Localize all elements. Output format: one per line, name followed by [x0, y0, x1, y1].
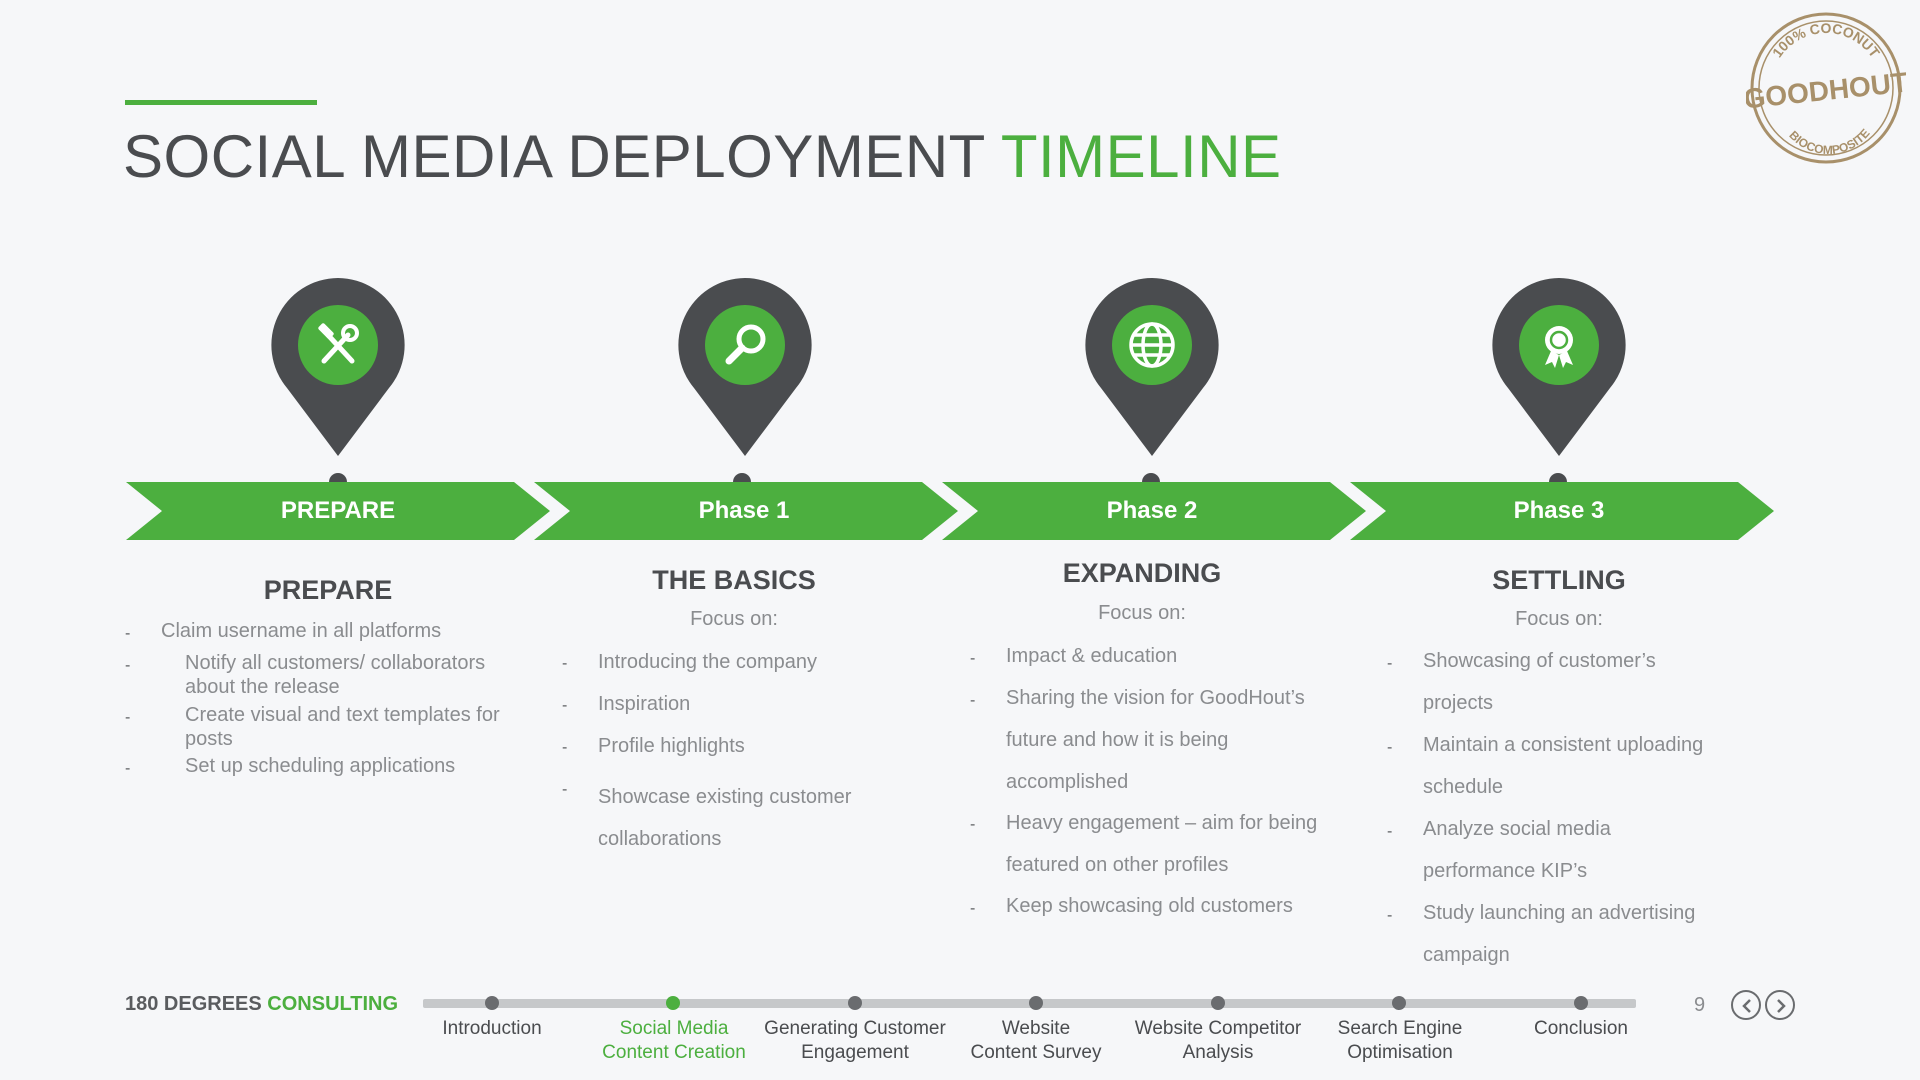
column-title-prepare: PREPARE — [263, 575, 393, 605]
nav-label-line: Website — [1001, 1018, 1071, 1039]
nav-dot-introduction[interactable] — [485, 996, 499, 1010]
arrow-label-prepare: PREPARE — [280, 497, 396, 524]
list-item: Create visual and text templates for pos… — [185, 704, 500, 750]
brand-main: 180 DEGREES — [125, 993, 262, 1015]
nav-item-seo[interactable]: Search Engine Optimisation — [1300, 1017, 1500, 1065]
column-title-phase-2: EXPANDING — [1062, 558, 1222, 588]
list-item: Maintain a consistent uploading schedule — [1423, 734, 1704, 798]
brand-accent: CONSULTING — [267, 993, 399, 1015]
nav-dot-social-media[interactable] — [666, 996, 680, 1010]
bullet-dash: - — [562, 697, 568, 714]
nav-item-introduction[interactable]: Introduction — [392, 1017, 592, 1041]
bullet-dash: - — [970, 692, 976, 709]
bullet-dash: - — [125, 657, 131, 674]
list-item: Notify all customers/ collaborators abou… — [185, 652, 486, 698]
list-item: Claim username in all platforms — [161, 620, 442, 642]
nav-dot-seo[interactable] — [1392, 996, 1406, 1010]
pin-phase-3 — [1492, 278, 1626, 458]
nav-label-line: Engagement — [801, 1042, 909, 1063]
bullet-dash: - — [1387, 655, 1393, 672]
title-accent: TIMELINE — [1000, 123, 1282, 190]
nav-label-line: Conclusion — [1534, 1018, 1628, 1039]
list-item: Profile highlights — [598, 735, 745, 757]
stamp-middle-text: GOODHOUT — [1746, 66, 1906, 114]
list-item: Analyze social media performance KIP’s — [1423, 818, 1611, 882]
pin-prepare — [271, 278, 405, 458]
nav-label-line: Generating Customer — [764, 1018, 946, 1039]
column-subtitle: Focus on: — [1098, 602, 1186, 624]
bullet-dash: - — [125, 625, 131, 642]
nav-dot-conclusion[interactable] — [1574, 996, 1588, 1010]
nav-label-line: Social Media — [619, 1018, 729, 1039]
list-item: Keep showcasing old customers — [1006, 895, 1293, 917]
nav-item-social-media[interactable]: Social Media Content Creation — [574, 1017, 774, 1065]
page-title: SOCIAL MEDIA DEPLOYMENT TIMELINE — [123, 122, 1282, 191]
nav-label-line: Optimisation — [1347, 1042, 1453, 1063]
nav-label-line: Content Creation — [602, 1042, 746, 1063]
list-item: Showcase existing customer collaboration… — [598, 786, 852, 850]
nav-label-line: Analysis — [1182, 1042, 1254, 1063]
footer-brand: 180 DEGREES CONSULTING — [125, 993, 398, 1016]
magnifier-icon — [705, 305, 785, 385]
list-item: Showcasing of customer’s projects — [1423, 650, 1656, 714]
bullet-dash: - — [562, 781, 568, 798]
page-number: 9 — [1694, 994, 1706, 1016]
list-item: Sharing the vision for GoodHout’s future… — [1006, 687, 1305, 793]
arrow-label-phase-1: Phase 1 — [698, 497, 790, 524]
list-item: Set up scheduling applications — [185, 755, 456, 777]
bullet-dash: - — [1387, 907, 1393, 924]
bullet-dash: - — [970, 816, 976, 833]
list-item: Inspiration — [598, 693, 691, 715]
award-icon — [1519, 305, 1599, 385]
tools-icon — [298, 305, 378, 385]
bullet-dash: - — [562, 739, 568, 756]
chevron-right-icon — [1777, 999, 1786, 1013]
bullet-dash: - — [970, 650, 976, 667]
arrow-label-phase-2: Phase 2 — [1106, 497, 1198, 524]
list-item: Heavy engagement – aim for being feature… — [1006, 812, 1318, 876]
previous-slide-button[interactable] — [1731, 990, 1761, 1020]
nav-label-line: Content Survey — [970, 1042, 1102, 1063]
title-main: SOCIAL MEDIA DEPLOYMENT — [123, 123, 985, 190]
chevron-left-icon — [1742, 999, 1751, 1013]
bullet-dash: - — [970, 900, 976, 917]
nav-dot-customer-engagement[interactable] — [848, 996, 862, 1010]
next-slide-button[interactable] — [1765, 990, 1795, 1020]
nav-dot-website-survey[interactable] — [1029, 996, 1043, 1010]
bullet-dash: - — [125, 709, 131, 726]
list-item: Introducing the company — [598, 651, 818, 673]
nav-item-customer-engagement[interactable]: Generating Customer Engagement — [755, 1017, 955, 1065]
bullet-dash: - — [125, 760, 131, 777]
pin-phase-2 — [1085, 278, 1219, 458]
timeline-arrows — [126, 482, 1774, 540]
nav-item-conclusion[interactable]: Conclusion — [1481, 1017, 1681, 1041]
list-item: Study launching an advertising campaign — [1423, 902, 1696, 966]
bullet-dash: - — [1387, 823, 1393, 840]
globe-icon — [1112, 305, 1192, 385]
bullet-dash: - — [562, 655, 568, 672]
bullet-dash: - — [1387, 739, 1393, 756]
column-title-phase-3: SETTLING — [1492, 565, 1626, 595]
list-item: Impact & education — [1006, 645, 1178, 667]
title-underline — [125, 100, 317, 105]
pin-phase-1 — [678, 278, 812, 458]
goodhout-stamp-logo: 100% COCONUT GOODHOUT BIOCOMPOSITE — [1746, 12, 1906, 164]
arrow-label-phase-3: Phase 3 — [1513, 497, 1605, 524]
nav-item-competitor-analysis[interactable]: Website Competitor Analysis — [1118, 1017, 1318, 1065]
nav-dot-competitor-analysis[interactable] — [1211, 996, 1225, 1010]
column-title-phase-1: THE BASICS — [652, 565, 816, 595]
nav-label-line: Introduction — [442, 1018, 542, 1039]
nav-label-line: Website Competitor — [1134, 1018, 1302, 1039]
column-subtitle: Focus on: — [1515, 608, 1603, 630]
nav-label-line: Search Engine — [1337, 1018, 1463, 1039]
column-subtitle: Focus on: — [690, 608, 778, 630]
nav-item-website-survey[interactable]: Website Content Survey — [936, 1017, 1136, 1065]
